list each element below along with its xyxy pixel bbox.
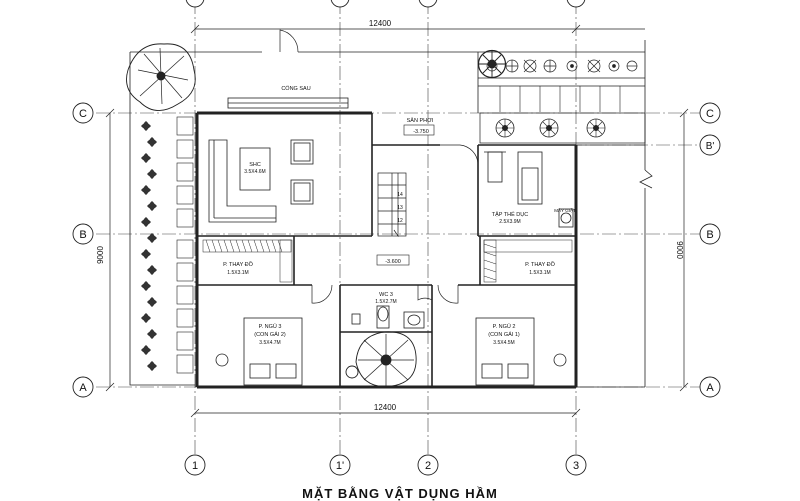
label-back-gate: CỔNG SAU bbox=[281, 85, 310, 92]
axis-label-c-right: C bbox=[706, 108, 714, 120]
gym-equipment bbox=[484, 151, 574, 228]
label-dressing-left: P. THAY ĐỒ bbox=[223, 261, 254, 268]
label-bedroom-3-sub: (CON GÁI 2) bbox=[254, 331, 286, 338]
stair-number-13: 13 bbox=[397, 205, 403, 211]
stair-number-12: 12 bbox=[397, 218, 403, 224]
axis-label-1-prime: 1' bbox=[336, 460, 344, 472]
dimension-left: 9000 bbox=[96, 246, 105, 264]
grid-bubbles-bottom bbox=[184, 454, 587, 476]
label-living-size: 3.5X4.6M bbox=[244, 169, 265, 175]
axis-label-b-left: B bbox=[79, 229, 86, 241]
wc-fixtures bbox=[351, 305, 425, 329]
living-furniture bbox=[208, 139, 314, 223]
axis-label-1: 1 bbox=[192, 460, 198, 472]
axis-label-b-right: B bbox=[706, 229, 713, 241]
label-dressing-left-size: 1.5X3.1M bbox=[227, 270, 248, 276]
label-bedroom-3-size: 3.5X4.7M bbox=[259, 340, 280, 346]
level-marker-drying bbox=[403, 124, 435, 136]
label-living: SHC bbox=[249, 162, 261, 168]
axis-label-c-left: C bbox=[79, 108, 87, 120]
label-dressing-right: P. THAY ĐỒ bbox=[525, 261, 556, 268]
courtyard-tree bbox=[345, 331, 417, 387]
dimension-bottom: 12400 bbox=[374, 403, 397, 412]
label-gym-size: 2.5X3.9M bbox=[499, 219, 520, 225]
stairs bbox=[377, 172, 407, 238]
label-gym: TẬP THỂ DỤC bbox=[492, 211, 528, 218]
stair-number-14: 14 bbox=[397, 192, 403, 198]
label-wc: WC 3 bbox=[379, 292, 393, 298]
label-bedroom-2-size: 3.5X4.5M bbox=[493, 340, 514, 346]
axis-label-b-prime-right: B' bbox=[706, 141, 715, 152]
label-wc-size: 1.5X2.7M bbox=[375, 299, 396, 305]
label-bedroom-3: P. NGỦ 3 bbox=[259, 323, 282, 330]
dimension-lines bbox=[105, 24, 689, 418]
label-drying-yard: SÂN PHƠI bbox=[407, 117, 434, 124]
axis-label-2: 2 bbox=[425, 460, 431, 472]
dimension-top: 12400 bbox=[369, 19, 392, 28]
level-marker-landing bbox=[376, 254, 410, 266]
label-washer: MÁY GIẶT bbox=[554, 207, 576, 213]
site-boundary bbox=[129, 40, 653, 388]
axis-label-3: 3 bbox=[573, 460, 579, 472]
label-bedroom-2-sub: (CON GÁI 1) bbox=[488, 331, 520, 338]
planter-row-top bbox=[486, 59, 638, 73]
planter-shrubs-top bbox=[477, 49, 507, 79]
hedge-plants bbox=[141, 121, 157, 371]
beds bbox=[215, 317, 567, 386]
interior-walls bbox=[197, 113, 576, 387]
level-landing: -3.600 bbox=[385, 259, 401, 265]
label-dressing-right-size: 1.5X3.1M bbox=[529, 270, 550, 276]
axis-label-a-right: A bbox=[706, 382, 714, 394]
grid-bubbles-top bbox=[185, 0, 586, 8]
trellis bbox=[499, 86, 621, 112]
exterior-walls bbox=[195, 111, 578, 389]
level-drying: -3.750 bbox=[413, 129, 429, 135]
paving-stones bbox=[176, 116, 194, 374]
doors bbox=[279, 29, 479, 304]
grid-bubbles-right bbox=[699, 102, 721, 398]
planter-shrubs-c bbox=[479, 112, 646, 144]
dimension-right: 9000 bbox=[675, 241, 684, 259]
axis-label-a-left: A bbox=[79, 382, 87, 394]
label-bedroom-2: P. NGỦ 2 bbox=[493, 323, 516, 330]
wardrobes bbox=[202, 239, 573, 283]
tree-top-left bbox=[126, 43, 196, 111]
drawing-title: MẶT BẰNG VẬT DỤNG HẦM bbox=[302, 486, 498, 501]
grid-bubbles-left bbox=[72, 102, 94, 398]
back-gate-shelf bbox=[227, 97, 349, 109]
